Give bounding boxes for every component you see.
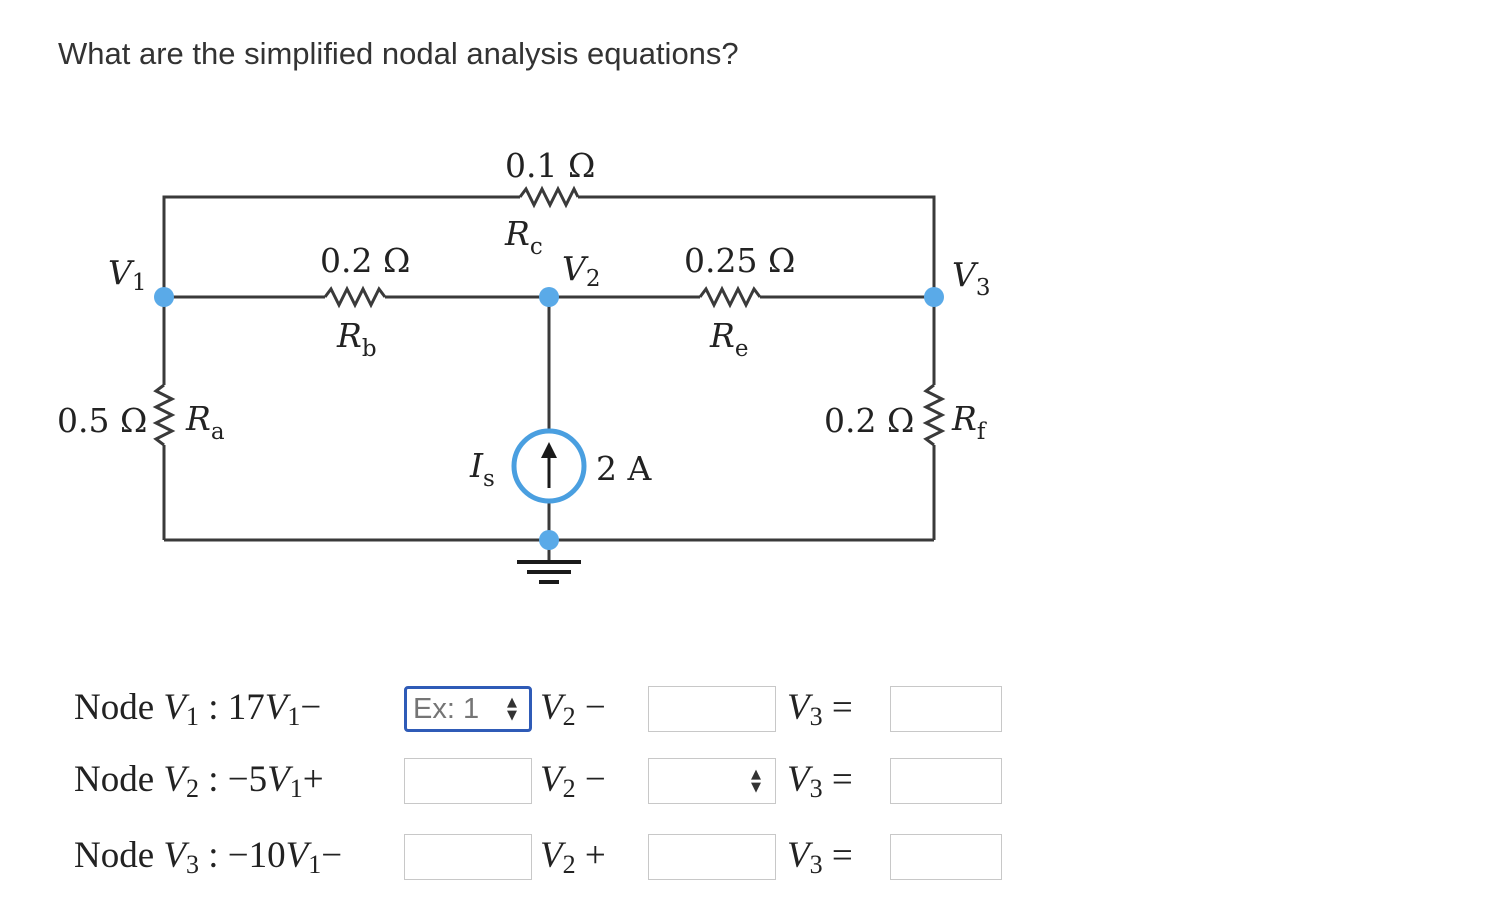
eq1-coef-v2-input[interactable] (404, 686, 532, 732)
chevron-down-icon[interactable]: ▼ (751, 780, 761, 795)
equation-2-v2-term: V2 − (540, 759, 606, 803)
resistor-re-zigzag (698, 285, 762, 309)
current-source (511, 428, 587, 504)
source-value-label: 2 A (596, 449, 652, 488)
resistor-rf-zigzag (922, 383, 946, 447)
question-text: What are the simplified nodal analysis e… (58, 36, 739, 71)
re-name-label: Re (709, 316, 748, 362)
eq1-coef-v2-spinner[interactable]: ▲▼ (500, 689, 524, 729)
equation-1-v2-term: V2 − (540, 687, 606, 731)
rf-value-label: 0.2 Ω (824, 401, 914, 440)
circuit-nodes (154, 287, 944, 550)
circuit-diagram: 0.1 Ω Rc 0.2 Ω Rb 0.25 Ω Re 0.5 Ω Ra 0.2… (57, 146, 990, 584)
node-v2-dot (539, 287, 559, 307)
eq2-coef-v3-input[interactable] (648, 758, 776, 804)
node-ground-dot (539, 530, 559, 550)
equation-3-v3-term: V3 = (787, 835, 853, 879)
equation-1-label: Node V1 : 17V1− (74, 687, 322, 731)
chevron-up-icon[interactable]: ▲ (507, 695, 517, 710)
rb-value-label: 0.2 Ω (320, 241, 410, 280)
equation-3-v2-term: V2 + (540, 835, 606, 879)
rc-name-label: Rc (504, 214, 543, 260)
eq1-rhs-input[interactable] (890, 686, 1002, 732)
equation-2-label: Node V2 : −5V1+ (74, 759, 324, 803)
ra-name-label: Ra (185, 399, 225, 445)
v2-label: V2 (562, 249, 600, 292)
resistor-rb-zigzag (323, 285, 387, 309)
v3-label: V3 (952, 255, 990, 301)
v1-label: V1 (108, 253, 146, 296)
ground-symbol (517, 560, 581, 584)
re-value-label: 0.25 Ω (684, 241, 795, 280)
chevron-down-icon[interactable]: ▼ (507, 708, 517, 723)
eq1-coef-v3-input[interactable] (648, 686, 776, 732)
equation-1-v3-term: V3 = (787, 687, 853, 731)
equation-2-v3-term: V3 = (787, 759, 853, 803)
eq2-rhs-input[interactable] (890, 758, 1002, 804)
rc-value-label: 0.1 Ω (505, 146, 595, 185)
eq2-coef-v2-input[interactable] (404, 758, 532, 804)
circuit-wires (152, 185, 946, 560)
rb-name-label: Rb (336, 316, 377, 362)
resistor-rc-zigzag (518, 185, 580, 209)
eq2-coef-v3-spinner[interactable]: ▲▼ (744, 761, 768, 801)
chevron-up-icon[interactable]: ▲ (751, 767, 761, 782)
eq3-rhs-input[interactable] (890, 834, 1002, 880)
eq3-coef-v3-input[interactable] (648, 834, 776, 880)
rf-name-label: Rf (951, 399, 987, 445)
resistor-ra-zigzag (152, 383, 176, 447)
arrow-up-icon (541, 442, 557, 458)
node-v3-dot (924, 287, 944, 307)
ra-value-label: 0.5 Ω (57, 401, 147, 440)
eq3-coef-v2-input[interactable] (404, 834, 532, 880)
equation-3-label: Node V3 : −10V1− (74, 835, 343, 879)
is-label: Is (469, 446, 495, 492)
node-v1-dot (154, 287, 174, 307)
